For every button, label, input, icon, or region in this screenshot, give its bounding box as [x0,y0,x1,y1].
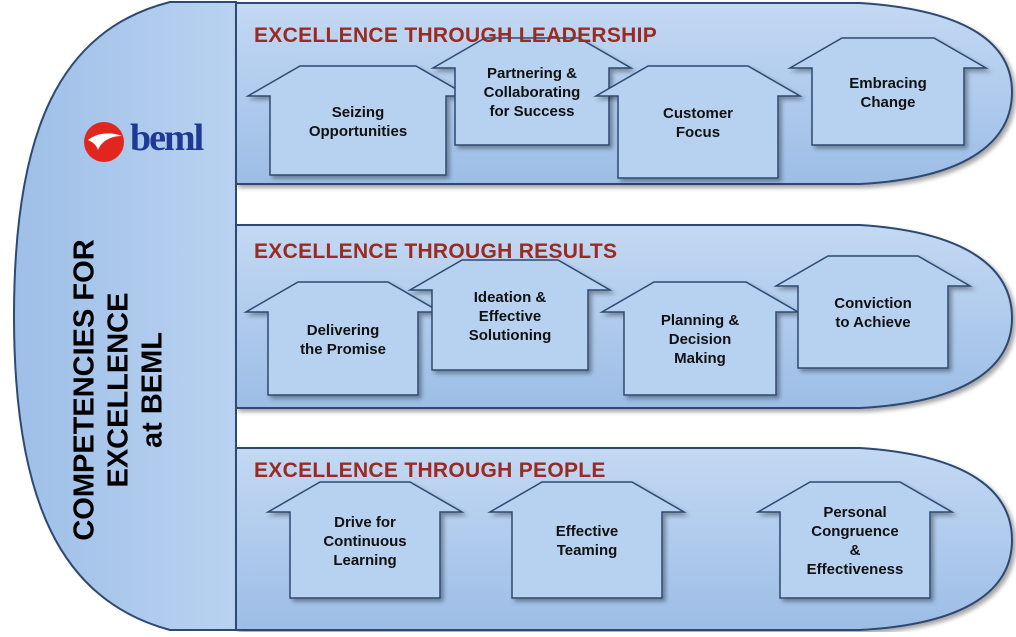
side-title-line-1: COMPETENCIES FOR [69,239,101,541]
house-shape [265,481,465,599]
house-shape [755,481,955,599]
competency-label: Drive for Continuous Learning [323,513,407,569]
house-shape [430,37,634,146]
competency-label: Customer Focus [662,105,733,141]
competency-label: Personal Congruence & Effectiveness [806,504,904,578]
house-shape [243,281,443,396]
competency-label: Embracing Change [849,74,927,111]
competency-label: Delivering the Promise [300,321,386,358]
house-shape [599,281,801,396]
side-title-line-2: EXCELLENCE [103,292,135,488]
left-panel [12,1,237,631]
house-shape [787,37,989,146]
house-shape [407,259,613,371]
side-title-line-3: at BEML [137,332,169,448]
house-shape [487,481,687,599]
house-shape [773,255,973,369]
band-title-leadership: EXCELLENCE THROUGH LEADERSHIP [254,24,658,47]
house-shape [245,65,471,176]
competency-label: Seizing Opportunities [308,103,408,140]
band-title-results: EXCELLENCE THROUGH RESULTS [254,240,618,263]
competency-label: Effective Teaming [555,523,619,559]
competency-label: Ideation & Effective Solutioning [468,288,552,344]
band-title-people: EXCELLENCE THROUGH PEOPLE [254,459,606,482]
house-shape [593,65,803,179]
competency-label: Planning & Decision Making [660,312,740,367]
competency-label: Conviction to Achieve [834,295,912,331]
beml-logo: beml [82,118,232,164]
beml-swoosh-icon [84,122,124,162]
side-title: COMPETENCIES FOR EXCELLENCE at BEML [14,170,224,610]
logo-text: beml [130,117,204,159]
competency-label: Partnering & Collaborating for Success [483,65,581,120]
